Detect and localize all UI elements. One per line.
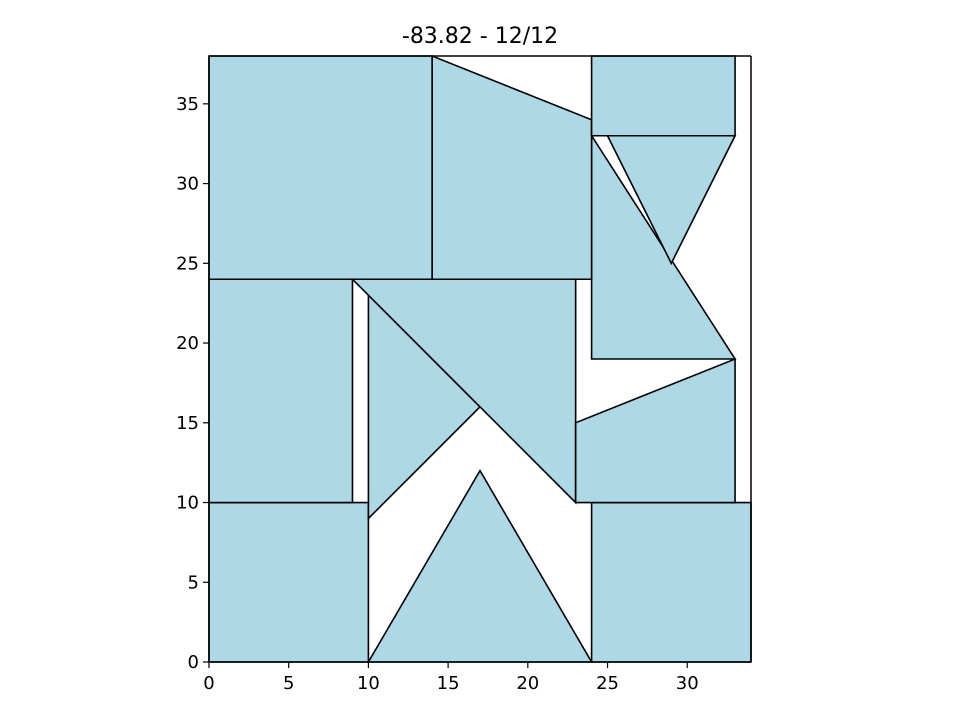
x-tick-label: 5 (283, 673, 294, 694)
y-tick-label: 30 (176, 174, 199, 195)
x-tick-label: 10 (357, 673, 380, 694)
polygon-piece-3 (590, 501, 752, 663)
y-tick-label: 5 (188, 572, 199, 593)
x-tick-label: 15 (437, 673, 460, 694)
polygon-piece-1 (208, 501, 370, 663)
x-tick-label: 20 (516, 673, 539, 694)
polygon-piece-10 (208, 55, 433, 281)
y-tick-label: 25 (176, 253, 199, 274)
x-tick-label: 30 (676, 673, 699, 694)
polygon-piece-2 (367, 469, 593, 663)
polygon-piece-4 (208, 278, 354, 504)
y-tick-label: 0 (188, 652, 199, 673)
y-tick-label: 20 (176, 333, 199, 354)
x-tick-label: 0 (203, 673, 214, 694)
y-tick-label: 35 (176, 94, 199, 115)
y-tick-label: 15 (176, 413, 199, 434)
polygon-piece-12 (590, 55, 736, 137)
polygon-piece-11 (431, 54, 593, 281)
polygon-piece-7 (574, 357, 736, 504)
pieces-layer (208, 54, 752, 663)
y-tick-label: 10 (176, 493, 199, 514)
axes: 0 5 10 15 20 25 30 0 5 10 15 20 25 30 35 (176, 55, 752, 694)
chart-title: -83.82 - 12/12 (402, 24, 558, 49)
x-tick-label: 25 (596, 673, 619, 694)
